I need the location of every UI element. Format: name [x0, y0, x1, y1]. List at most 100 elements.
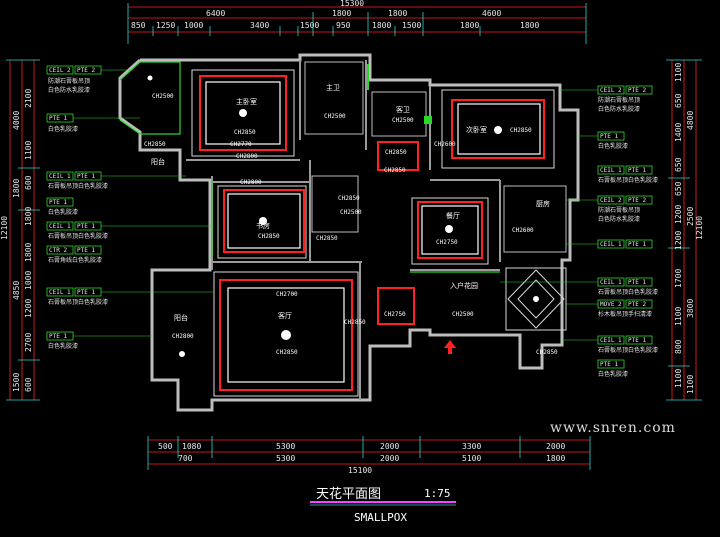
dim-right-r1-1: 2500: [686, 207, 695, 226]
dim-right-r2-10: 1100: [674, 369, 683, 388]
dim-top-r1-0: 6400: [206, 9, 225, 18]
right-notes: CEIL 2 PTE 2 防潮石膏板吊顶 白色防水乳胶漆 PTE 1 白色乳胶漆…: [500, 85, 658, 378]
tag: CTR 2: [49, 247, 67, 254]
light-fixtures: [147, 75, 539, 357]
note-line: 白色乳胶漆: [48, 208, 78, 216]
tag: CEIL 1: [600, 167, 622, 174]
ch-label: CH2800: [172, 333, 194, 340]
note-right-8: PTE 1 白色乳胶漆: [597, 359, 628, 378]
dim-top-r2-7: 1500: [402, 21, 421, 30]
dim-bot-r2-1: 5300: [276, 454, 295, 463]
note-line: 防潮石膏板吊顶: [48, 77, 90, 85]
note-right-4: CEIL 1 PTE 1: [566, 239, 653, 249]
note-line: 石膏板吊顶白色乳胶漆: [598, 288, 658, 296]
left-notes: CEIL 2 PTE 2 防潮石膏板吊顶 白色防水乳胶漆 PTE 1 白色乳胶漆…: [46, 65, 214, 350]
note-line: 白色防水乳胶漆: [598, 105, 640, 113]
ch-label: CH2500: [452, 311, 474, 318]
ch-label: CH2500: [324, 113, 346, 120]
note-line: 白色乳胶漆: [598, 142, 628, 150]
dim-top-total: 15300: [340, 0, 364, 8]
dim-bot-r1-3: 2000: [380, 442, 399, 451]
room-second-bedroom: 次卧室: [466, 125, 487, 134]
ch-label: CH2770: [230, 141, 252, 148]
dim-right-r2-1: 650: [674, 93, 683, 108]
room-main-bath: 主卫: [326, 83, 340, 92]
ch-label: CH2700: [276, 291, 298, 298]
dim-top-r2-5: 950: [336, 21, 351, 30]
tag: PTE 2: [628, 301, 646, 308]
entrance-arrow-icon: [444, 340, 456, 354]
dim-top-r2-3: 3400: [250, 21, 269, 30]
ch-label: CH2850: [276, 349, 298, 356]
note-left-1: PTE 1 白色乳胶漆: [46, 113, 140, 133]
ch-label: CH2800: [240, 179, 262, 186]
dim-bot-r1-2: 5300: [276, 442, 295, 451]
tag: PTE 2: [628, 197, 646, 204]
tag: PTE 1: [628, 167, 646, 174]
room-balcony-1: 阳台: [151, 157, 165, 166]
tag: PTE 1: [628, 337, 646, 344]
ch-label: CH2850: [344, 319, 366, 326]
ch-label: CH2500: [392, 117, 414, 124]
ceiling-outlines: [191, 61, 567, 397]
ch-label: CH2750: [436, 239, 458, 246]
dim-left-total: 12100: [0, 216, 9, 240]
dim-bot-r1-4: 3300: [462, 442, 481, 451]
dim-left-r1-0: 4000: [12, 111, 21, 130]
tag: CEIL 2: [600, 197, 622, 204]
exterior-walls: [118, 53, 580, 412]
tag: PTE 1: [49, 199, 67, 206]
dim-left-r2-5: 1000: [24, 271, 33, 290]
dim-right-r2-8: 1100: [674, 307, 683, 326]
dim-right-r2-0: 1100: [674, 63, 683, 82]
tag: CEIL 1: [49, 289, 71, 296]
dim-right-r1-0: 4800: [686, 111, 695, 130]
dim-left-r2-3: 1800: [24, 207, 33, 226]
dim-bot-total: 15100: [348, 466, 372, 475]
dim-bot-r2-0: 700: [178, 454, 193, 463]
tag: CEIL 1: [600, 241, 622, 248]
note-left-6: CEIL 1 PTE 1 石膏板吊顶白色乳胶漆: [46, 287, 214, 306]
tag: CEIL 2: [49, 67, 71, 74]
note-line: 杉木板吊顶手扫清漆: [598, 310, 652, 318]
dim-right-r1-2: 3800: [686, 299, 695, 318]
tag: PTE 1: [628, 279, 646, 286]
dim-left-r2-8: 600: [24, 377, 33, 392]
ch-label: CH2850: [536, 349, 558, 356]
note-right-2: CEIL 1 PTE 1 石膏板吊顶白色乳胶漆: [597, 165, 658, 184]
note-line: 白色乳胶漆: [598, 370, 628, 378]
ch-label: CH2850: [385, 149, 407, 156]
note-line: 白色乳胶漆: [48, 342, 78, 350]
top-dimension-lines: [127, 3, 587, 44]
dim-left-r1-2: 4850: [12, 281, 21, 300]
drawing-scale: 1:75: [424, 487, 451, 500]
dim-top-r2-1: 1250: [156, 21, 175, 30]
note-right-1: PTE 1 白色乳胶漆: [578, 131, 628, 150]
ch-label: CH2750: [384, 311, 406, 318]
tag: CEIL 1: [49, 173, 71, 180]
tag: PTE 1: [77, 223, 95, 230]
tag: CEIL 1: [600, 279, 622, 286]
room-dining: 餐厅: [446, 211, 460, 220]
note-left-5: CTR 2 PTE 1 石膏角线白色乳胶漆: [46, 245, 102, 264]
ch-label: CH2600: [434, 141, 456, 148]
note-line: 石膏板吊顶白色乳胶漆: [598, 176, 658, 184]
note-right-6: MOVE 2 PTE 2 杉木板吊顶手扫清漆: [566, 299, 653, 318]
dim-right-total: 12100: [695, 216, 704, 240]
bottom-dimension-lines: [147, 436, 591, 470]
ch-label: CH2850: [510, 127, 532, 134]
dim-top-r2-2: 1000: [184, 21, 203, 30]
note-line: 白色乳胶漆: [48, 125, 78, 133]
dim-right-r2-7: 1700: [674, 269, 683, 288]
tag: PTE 1: [77, 173, 95, 180]
dim-left-r2-7: 2700: [24, 333, 33, 352]
drawing-title: 天花平面图: [316, 486, 381, 502]
room-kitchen: 厨房: [536, 199, 550, 208]
watermark: www.snren.com: [550, 420, 676, 436]
dim-top-r1-3: 4600: [482, 9, 501, 18]
tag: PTE 1: [77, 247, 95, 254]
dim-left-r2-6: 1200: [24, 299, 33, 318]
room-study: 书房: [256, 221, 270, 230]
note-right-7: CEIL 1 PTE 1 石膏板吊顶白色乳胶漆: [562, 335, 658, 354]
